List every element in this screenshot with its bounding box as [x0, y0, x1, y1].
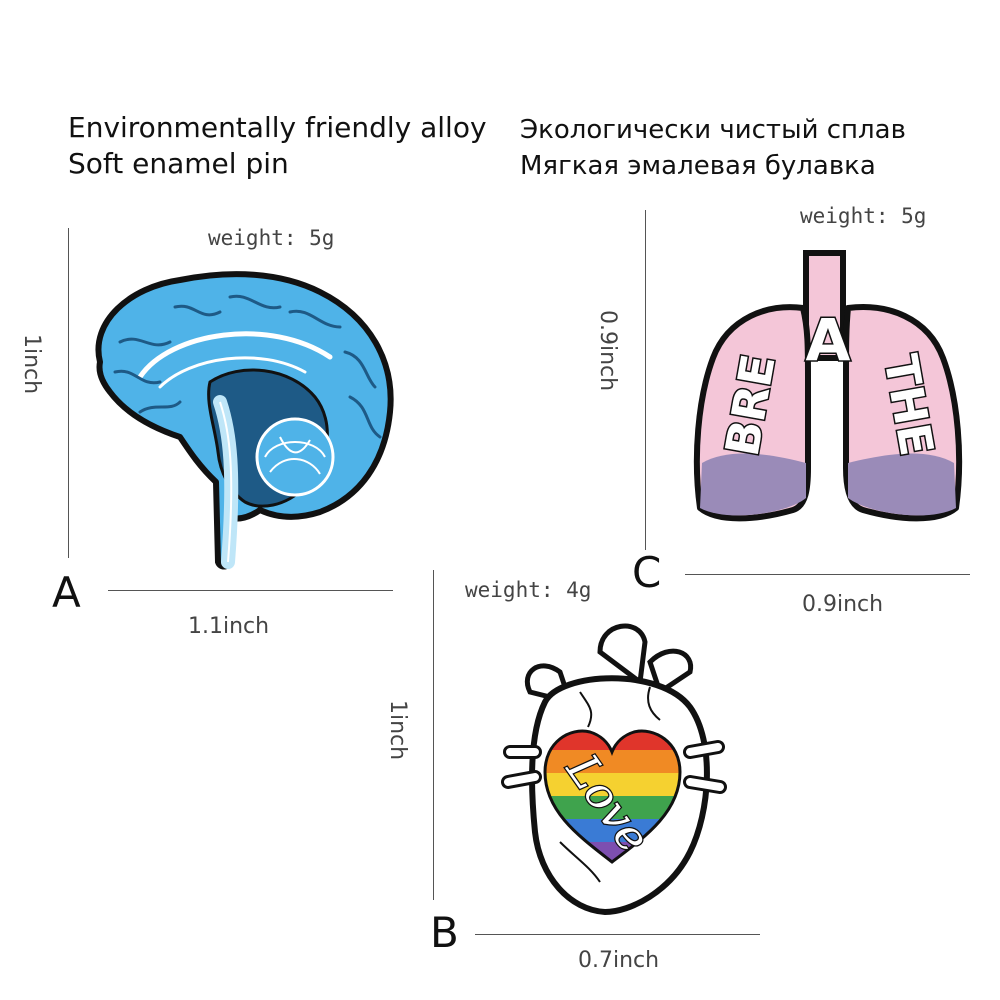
pin-a-weight: weight: 5g — [208, 226, 335, 250]
pin-a-width-line — [108, 590, 393, 591]
pin-c-letter: C — [632, 548, 662, 597]
pin-b-height-line — [433, 570, 434, 900]
pin-b-height-label: 1inch — [385, 700, 410, 761]
pin-a-width-label: 1.1inch — [188, 614, 270, 639]
pin-c-weight: weight: 5g — [800, 204, 927, 228]
heart-pin-image: Love — [501, 623, 727, 915]
pin-b-width-line — [475, 934, 760, 935]
svg-text:A: A — [806, 306, 851, 374]
pin-b-width-label: 0.7inch — [578, 948, 660, 973]
brain-pin-image — [95, 271, 394, 570]
pin-c-height-line — [645, 210, 646, 550]
pin-a-height-line — [68, 228, 69, 558]
header-ru-line2: Мягкая эмалевая булавка — [520, 151, 876, 181]
pin-b-letter: B — [430, 908, 459, 957]
pin-a-letter: A — [52, 568, 81, 617]
pin-c-width-line — [685, 574, 970, 575]
pin-c-height-label: 0.9inch — [595, 310, 620, 392]
header-en-line2: Soft enamel pin — [68, 147, 289, 180]
lungs-pin-image: A BRE THE — [693, 250, 963, 522]
pin-c-width-label: 0.9inch — [802, 592, 884, 617]
pin-a-height-label: 1inch — [19, 334, 44, 395]
pin-b-weight: weight: 4g — [465, 578, 592, 602]
header-ru-line1: Экологически чистый сплав — [520, 115, 906, 145]
header-en-line1: Environmentally friendly alloy — [68, 111, 487, 144]
